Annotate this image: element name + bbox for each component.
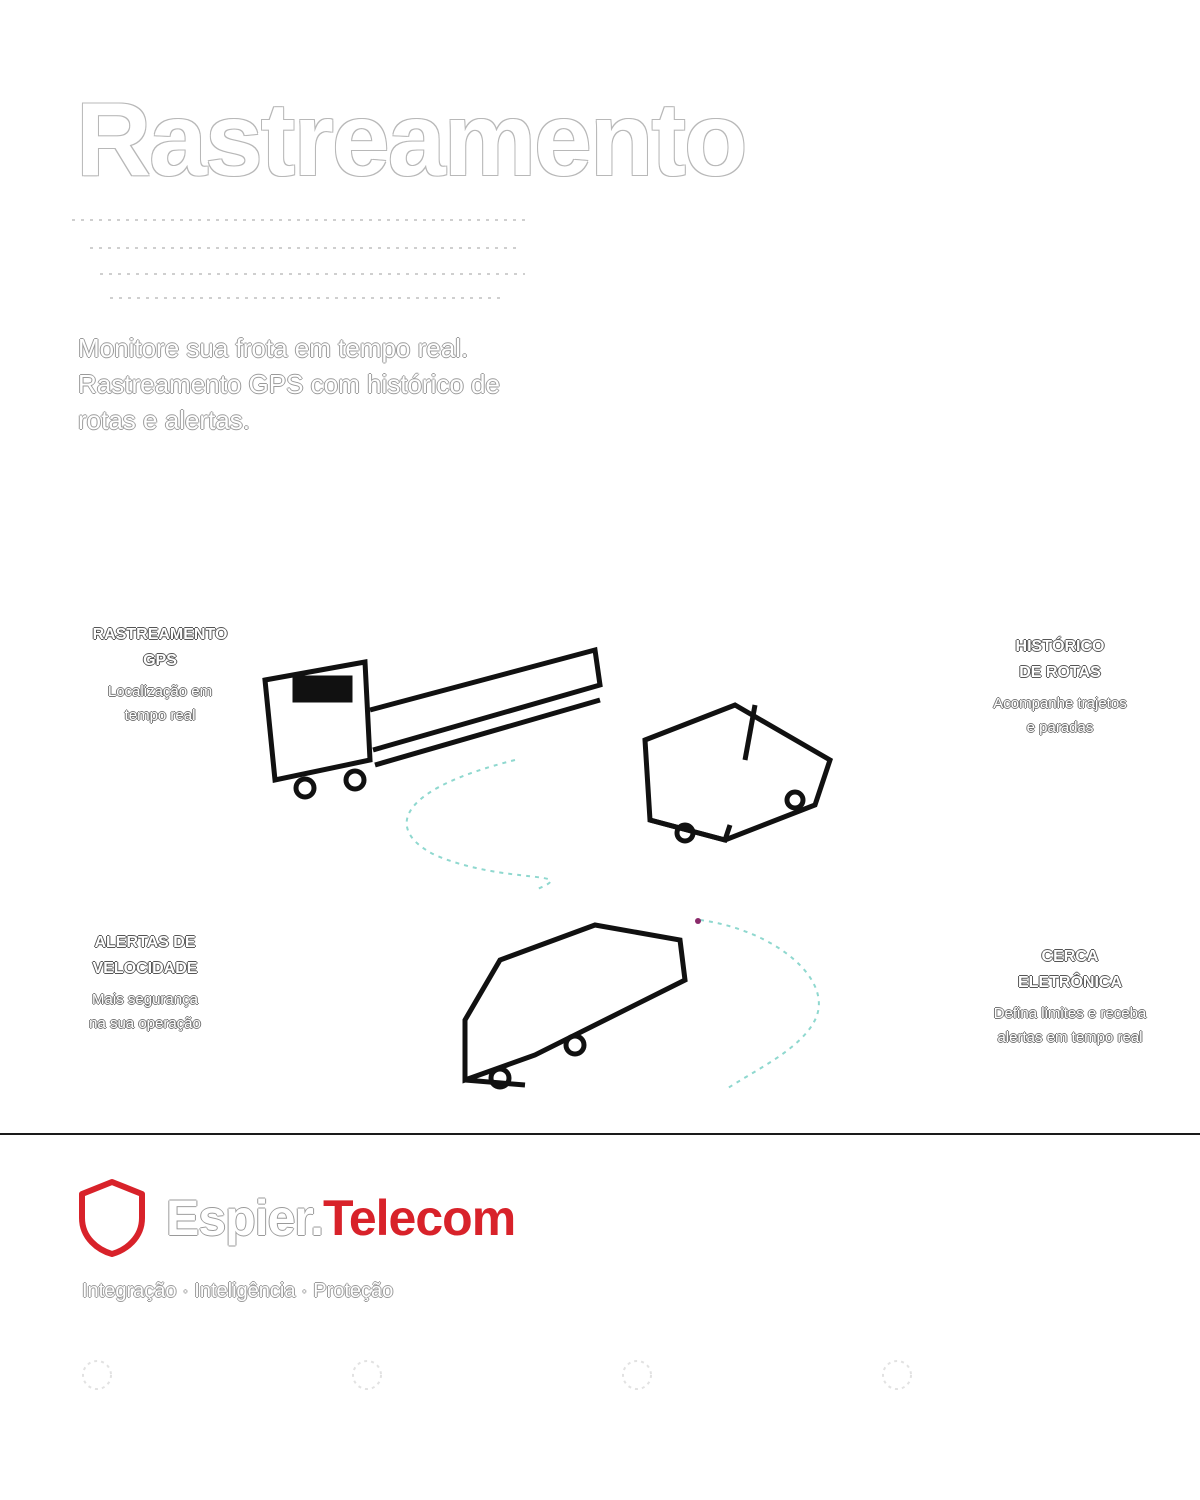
- brand-name-part1: Espier.: [166, 1190, 324, 1246]
- faint-graphic: [72, 219, 530, 299]
- headline: Rastreamento: [76, 82, 748, 198]
- feature-desc: Defina limites e receba alertas em tempo…: [993, 1005, 1147, 1046]
- contact-item: [620, 1358, 654, 1392]
- contact-item: [80, 1358, 114, 1392]
- contact-item: [350, 1358, 384, 1392]
- shield-icon: [79, 1179, 145, 1257]
- feature-desc: Acompanhe trajetos e paradas: [993, 695, 1127, 736]
- brand-logo: Espier.Telecom: [76, 1178, 516, 1258]
- feature-desc: Localização em tempo real: [107, 683, 213, 724]
- feature-title: CERCA ELETRÔNICA: [1018, 948, 1122, 991]
- feature-title: ALERTAS DE VELOCIDADE: [92, 934, 198, 977]
- feature-title: RASTREAMENTO GPS: [92, 626, 228, 669]
- feature-historico-rotas: HISTÓRICO DE ROTAS Acompanhe trajetos e …: [950, 634, 1170, 740]
- car-icon: [462, 922, 688, 1090]
- feature-cerca-eletronica: CERCA ELETRÔNICA Defina limites e receba…: [960, 944, 1180, 1050]
- brand-name: Espier.Telecom: [166, 1189, 516, 1247]
- feature-rastreamento-gps: RASTREAMENTO GPS Localização em tempo re…: [60, 622, 260, 728]
- location-icon: [622, 1360, 652, 1390]
- subtitle: Monitore sua frota em tempo real. Rastre…: [78, 333, 500, 435]
- divider: [0, 1133, 1200, 1135]
- feature-title: HISTÓRICO DE ROTAS: [1015, 638, 1105, 681]
- contact-item: [880, 1358, 914, 1392]
- van-icon: [642, 702, 834, 844]
- truck-icon: [262, 646, 603, 800]
- brand-tagline: Integração · Inteligência · Proteção: [82, 1280, 394, 1302]
- brand-name-part2: Telecom: [323, 1190, 516, 1246]
- feature-alertas-velocidade: ALERTAS DE VELOCIDADE Mais segurança na …: [50, 930, 240, 1036]
- whatsapp-icon: [82, 1360, 112, 1390]
- vehicles-illustration: [262, 646, 834, 1091]
- phone-icon: [352, 1360, 382, 1390]
- feature-desc: Mais segurança na sua operação: [89, 991, 201, 1032]
- globe-icon: [882, 1360, 912, 1390]
